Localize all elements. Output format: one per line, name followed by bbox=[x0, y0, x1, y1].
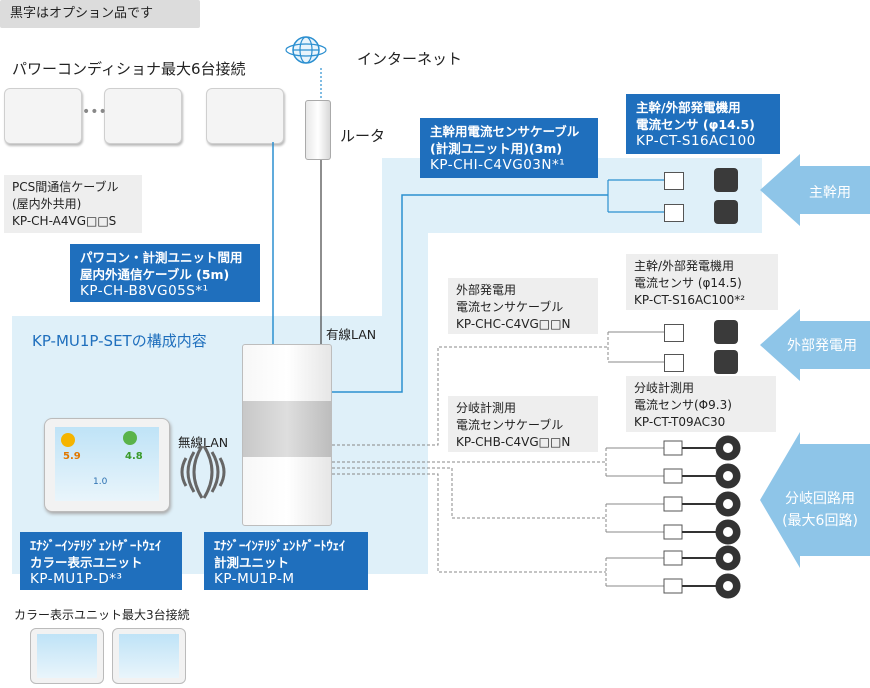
pcs-title: パワーコンディショナ最大6台接続 bbox=[12, 60, 246, 78]
measure-unit-line-2: 計測ユニット bbox=[214, 555, 290, 570]
main-cable-line-2: (計測ユニット用)(3m) bbox=[430, 141, 563, 156]
main-cable-box: 主幹用電流センサケーブル (計測ユニット用)(3m) KP-CHI-C4VG03… bbox=[420, 118, 598, 178]
main-cable-line-3: KP-CHI-C4VG03N*¹ bbox=[430, 157, 566, 173]
pc-cable-line-1: パワコン・計測ユニット間用 bbox=[80, 250, 243, 265]
measure-unit-line-1: ｴﾅｼﾞｰｲﾝﾃﾘｼﾞｪﾝﾄｹﾞｰﾄｳｪｲ bbox=[214, 538, 346, 553]
branch-sensor-line-2: 電流センサ(Φ9.3) bbox=[634, 398, 732, 412]
measure-unit-line-3: KP-MU1P-M bbox=[214, 571, 295, 587]
branch-cable-line-1: 分岐計測用 bbox=[456, 401, 517, 415]
pcs-unit-3 bbox=[206, 88, 284, 144]
branch-sensor-box: 分岐計測用 電流センサ(Φ9.3) KP-CT-T09AC30 bbox=[626, 376, 776, 432]
branch-arrow-label: 分岐回路用 (最大6回路) bbox=[770, 488, 870, 532]
display-unit-box: ｴﾅｼﾞｰｲﾝﾃﾘｼﾞｪﾝﾄｹﾞｰﾄｳｪｲ カラー表示ユニット KP-MU1P-… bbox=[20, 532, 182, 590]
branch-cable-box: 分岐計測用 電流センサケーブル KP-CHB-C4VG□□N bbox=[448, 396, 598, 452]
measure-unit-box: ｴﾅｼﾞｰｲﾝﾃﾘｼﾞｪﾝﾄｹﾞｰﾄｳｪｲ 計測ユニット KP-MU1P-M bbox=[204, 532, 368, 590]
ext-arrow-label: 外部発電用 bbox=[787, 338, 857, 354]
display-unit-line-1: ｴﾅｼﾞｰｲﾝﾃﾘｼﾞｪﾝﾄｹﾞｰﾄｳｪｲ bbox=[30, 538, 162, 553]
clamp-sensor-icon bbox=[664, 172, 684, 190]
branch-sensor-line-3: KP-CT-T09AC30 bbox=[634, 415, 726, 429]
clamp-sensor-icon bbox=[714, 168, 738, 192]
display-unit-tablet: 5.9 4.8 1.0 bbox=[44, 418, 170, 512]
clamp-sensor-icon bbox=[714, 350, 738, 374]
branch-arrow-line-1: 分岐回路用 bbox=[785, 491, 855, 507]
display-unit-line-2: カラー表示ユニット bbox=[30, 555, 143, 570]
router-label: ルータ bbox=[340, 127, 386, 145]
clamp-sensor-icon bbox=[664, 354, 684, 372]
pcs-cable-box: PCS間通信ケーブル (屋内外共用) KP-CH-A4VG□□S bbox=[4, 175, 142, 233]
wired-lan-label: 有線LAN bbox=[326, 327, 377, 342]
extra-tablet-1-screen bbox=[37, 634, 97, 678]
wireless-lan-label: 無線LAN bbox=[178, 435, 229, 450]
pc-cable-box: パワコン・計測ユニット間用 屋内外通信ケーブル (5m) KP-CH-B8VG0… bbox=[70, 244, 260, 302]
ext-sensor-line-2: 電流センサ (φ14.5) bbox=[634, 276, 742, 290]
main-arrow-label: 主幹用 bbox=[809, 185, 851, 201]
clamp-sensor-icon bbox=[714, 200, 738, 224]
pcs-cable-line-2: (屋内外共用) bbox=[12, 197, 82, 211]
branch-cable-line-3: KP-CHB-C4VG□□N bbox=[456, 435, 571, 449]
set-title: KP-MU1P-SETの構成内容 bbox=[32, 332, 207, 350]
main-cable-line-1: 主幹用電流センサケーブル bbox=[430, 124, 580, 139]
pcs-cable-line-1: PCS間通信ケーブル bbox=[12, 180, 119, 194]
screen-value-1: 5.9 bbox=[63, 451, 81, 462]
clamp-sensor-icon bbox=[664, 204, 684, 222]
router-device bbox=[305, 100, 331, 160]
pcs-unit-1 bbox=[4, 88, 82, 144]
main-sensor-box: 主幹/外部発電機用 電流センサ (φ14.5) KP-CT-S16AC100 bbox=[626, 94, 780, 154]
pc-cable-line-2: 屋内外通信ケーブル (5m) bbox=[80, 267, 230, 282]
extra-tablet-2 bbox=[112, 628, 186, 684]
pcs-unit-2 bbox=[104, 88, 182, 144]
main-sensor-line-1: 主幹/外部発電機用 bbox=[636, 100, 741, 115]
main-sensor-line-3: KP-CT-S16AC100 bbox=[636, 133, 756, 149]
screen-value-2: 4.8 bbox=[125, 451, 143, 462]
option-note: 黒字はオプション品です bbox=[0, 0, 200, 28]
display-unit-line-3: KP-MU1P-D*³ bbox=[30, 571, 123, 587]
set-region-connector bbox=[382, 228, 428, 328]
clamp-sensor-icon bbox=[714, 320, 738, 344]
pcs-cable-line-3: KP-CH-A4VG□□S bbox=[12, 214, 117, 228]
branch-cable-line-2: 電流センサケーブル bbox=[456, 418, 564, 432]
branch-arrow-line-2: (最大6回路) bbox=[782, 513, 858, 529]
extra-tablet-1 bbox=[30, 628, 104, 684]
ext-sensor-box: 主幹/外部発電機用 電流センサ (φ14.5) KP-CT-S16AC100*² bbox=[626, 254, 778, 310]
pc-cable-line-3: KP-CH-B8VG05S*¹ bbox=[80, 283, 209, 299]
sun-icon bbox=[61, 433, 75, 447]
measurement-unit-device bbox=[242, 344, 332, 526]
house-icon bbox=[123, 431, 137, 445]
clamp-sensor-icon bbox=[664, 324, 684, 342]
measurement-unit-panel bbox=[243, 401, 331, 457]
main-sensor-line-2: 電流センサ (φ14.5) bbox=[636, 117, 755, 132]
extra-tablet-2-screen bbox=[119, 634, 179, 678]
branch-sensor-line-1: 分岐計測用 bbox=[634, 381, 695, 395]
ext-cable-line-1: 外部発電用 bbox=[456, 283, 517, 297]
pcs-dots: ••• bbox=[82, 104, 107, 120]
ext-cable-line-2: 電流センサケーブル bbox=[456, 300, 564, 314]
ext-cable-line-3: KP-CHC-C4VG□□N bbox=[456, 317, 571, 331]
ext-sensor-line-3: KP-CT-S16AC100*² bbox=[634, 293, 746, 307]
display-screen: 5.9 4.8 1.0 bbox=[55, 427, 159, 501]
screen-value-3: 1.0 bbox=[93, 477, 108, 487]
internet-label: インターネット bbox=[357, 50, 463, 68]
ext-cable-box: 外部発電用 電流センサケーブル KP-CHC-C4VG□□N bbox=[448, 278, 598, 334]
ext-sensor-line-1: 主幹/外部発電機用 bbox=[634, 259, 735, 273]
display-max-note: カラー表示ユニット最大3台接続 bbox=[14, 608, 190, 622]
